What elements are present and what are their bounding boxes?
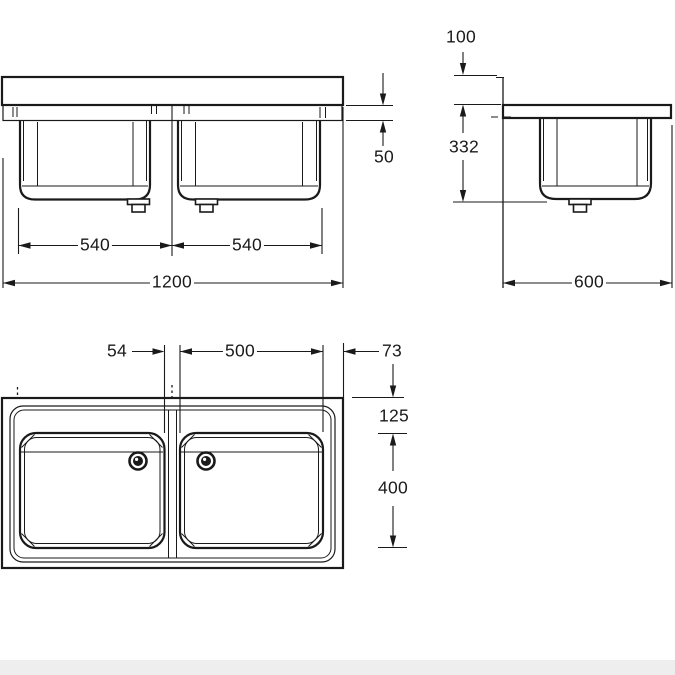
plan-rolled-rim xyxy=(9,405,336,563)
dim-plan-bowl-depth-label: 400 xyxy=(375,477,411,498)
front-elevation-view xyxy=(0,73,393,288)
page-footer-band xyxy=(0,660,675,675)
plan-right-bowl xyxy=(178,431,325,550)
side-section-view xyxy=(453,52,673,288)
plan-right-drain-icon xyxy=(196,451,216,471)
plan-view xyxy=(0,343,407,570)
front-right-bowl xyxy=(176,121,322,213)
dim-plan-back-offset-label: 125 xyxy=(376,405,412,426)
side-dimension-lines xyxy=(453,52,673,288)
dim-front-bowl-left-label: 540 xyxy=(77,234,113,255)
dim-front-overall-width-label: 1200 xyxy=(149,271,195,292)
side-drain-icon xyxy=(568,198,592,206)
front-rim-dashes xyxy=(12,106,326,118)
dim-side-depth-label: 332 xyxy=(446,136,482,157)
plan-outer-edge xyxy=(0,396,345,570)
front-counter-slab xyxy=(0,75,345,107)
front-right-drain-icon xyxy=(194,198,219,206)
side-arrowheads xyxy=(459,63,672,287)
dim-side-backsplash-label: 100 xyxy=(443,26,479,47)
plan-left-drain-icon xyxy=(128,451,148,471)
dim-plan-bowl-width-label: 500 xyxy=(222,340,258,361)
front-left-drain-icon xyxy=(126,198,151,206)
front-left-bowl xyxy=(18,121,152,213)
dim-front-apron-label: 50 xyxy=(371,146,397,167)
plan-arrowheads xyxy=(152,348,397,548)
side-bowl xyxy=(538,118,653,213)
dim-plan-bowl-gap-label: 54 xyxy=(104,340,130,361)
plan-dimension-lines xyxy=(16,343,407,549)
dim-front-bowl-right-label: 540 xyxy=(229,234,265,255)
side-counter-slab xyxy=(501,103,673,120)
plan-left-bowl xyxy=(18,431,166,550)
dim-side-overall-depth-label: 600 xyxy=(571,271,607,292)
front-arrowheads xyxy=(3,93,387,287)
dim-plan-edge-offset-label: 73 xyxy=(379,340,405,361)
